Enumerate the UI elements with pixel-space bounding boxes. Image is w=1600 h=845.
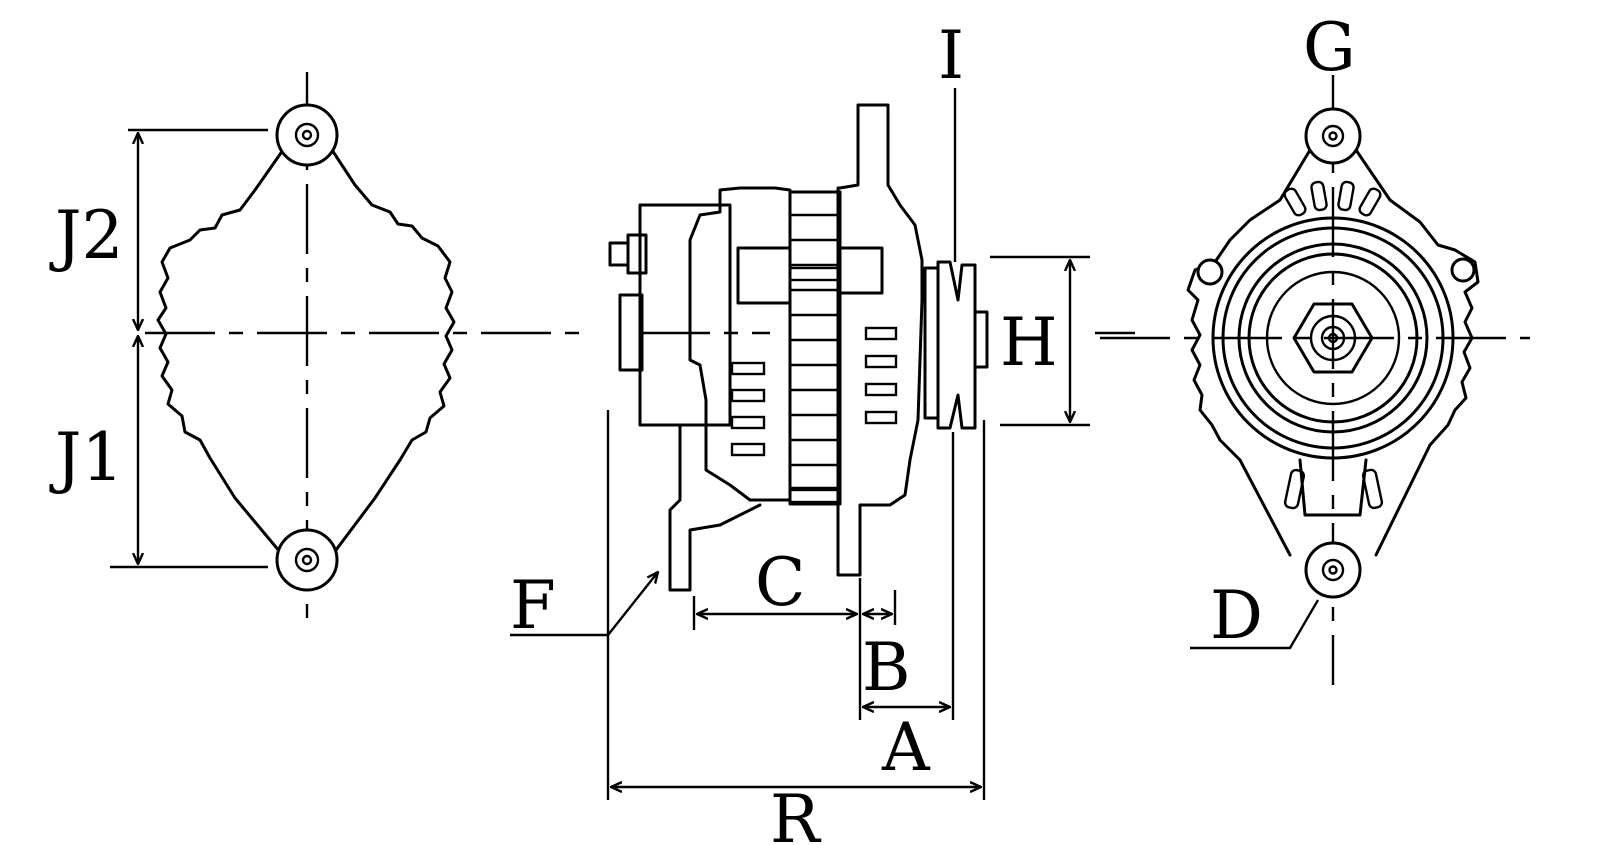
side-view-front-vent [864, 382, 898, 397]
front-view-shaft [1320, 325, 1346, 351]
side-view: H I C B A R F [510, 17, 1135, 845]
side-view-front-boss [838, 246, 884, 295]
front-view-top-vents [1283, 180, 1382, 217]
front-view-left-boss [1196, 258, 1224, 286]
label-h: H [1000, 304, 1058, 381]
side-view-terminal-nut [626, 233, 648, 275]
side-view-rear-mount-leg [668, 423, 762, 592]
d-leader-line [1190, 599, 1320, 650]
side-view-connector [736, 246, 792, 305]
label-d: D [1210, 577, 1263, 654]
front-view-right-boss [1450, 257, 1476, 283]
label-g: G [1303, 9, 1356, 86]
front-view-shaft-center [1327, 332, 1339, 344]
side-view-terminal-plug [618, 293, 644, 372]
front-view-pulley-groove [1237, 242, 1429, 434]
rear-view-top-mount-ear [275, 103, 339, 167]
rear-view-bottom-mount-bolt [301, 554, 313, 566]
front-view-bottom-mount-hole [1321, 558, 1345, 582]
front-view-bottom-mount-ear [1304, 541, 1362, 599]
side-view-vent [730, 361, 766, 376]
front-view-pulley-rim [1221, 226, 1445, 450]
label-r: R [770, 781, 822, 845]
front-view-pulley-hub-ring [1265, 270, 1401, 406]
side-view-front-vent [864, 354, 898, 369]
side-view-shaft-nut [973, 310, 989, 369]
label-a: A [881, 709, 931, 786]
side-view-pulley [936, 260, 977, 430]
label-b: B [862, 629, 911, 706]
front-view-pulley-nut [1292, 302, 1374, 374]
front-view-top-mount-hole [1321, 124, 1345, 148]
label-c: C [755, 544, 806, 621]
side-view-terminal-stud [608, 241, 630, 267]
label-j1: J1 [49, 419, 123, 496]
label-f: F [510, 567, 556, 644]
front-view-top-mount-ear [1304, 107, 1362, 165]
side-view-front-vent [864, 410, 898, 425]
side-view-front-vent [864, 326, 898, 341]
rear-view-top-mount-bolt [301, 129, 313, 141]
rear-view-housing-outline [156, 148, 456, 560]
front-view: G D [1100, 9, 1530, 685]
rear-view: J2 J1 [49, 72, 580, 625]
front-view-lower-boss [1298, 458, 1368, 517]
front-view-housing-outline [1186, 148, 1480, 557]
rear-view-top-mount-hole [294, 122, 320, 148]
front-view-bottom-mount-bolt [1328, 565, 1338, 575]
label-j2: J2 [49, 197, 123, 274]
side-view-rear-cover [688, 186, 792, 502]
rear-view-bottom-mount-ear [275, 528, 339, 592]
label-i: I [938, 17, 964, 94]
side-view-front-housing [836, 103, 924, 577]
side-view-vent [730, 388, 766, 403]
f-leader-line [510, 572, 658, 637]
front-view-washer [1309, 314, 1357, 362]
side-view-pulley-hub [923, 266, 940, 420]
front-view-pulley-inner [1247, 252, 1419, 424]
front-view-pulley-outer-ring [1211, 216, 1455, 460]
rear-view-bottom-mount-hole [294, 547, 320, 573]
side-view-vent [730, 442, 766, 457]
side-view-stator-laminations [788, 213, 842, 504]
side-view-regulator-housing [638, 203, 732, 427]
side-view-stator-core [788, 190, 842, 506]
front-view-bottom-vents [1283, 468, 1384, 510]
front-view-top-mount-bolt [1328, 131, 1338, 141]
side-view-vent [730, 415, 766, 430]
